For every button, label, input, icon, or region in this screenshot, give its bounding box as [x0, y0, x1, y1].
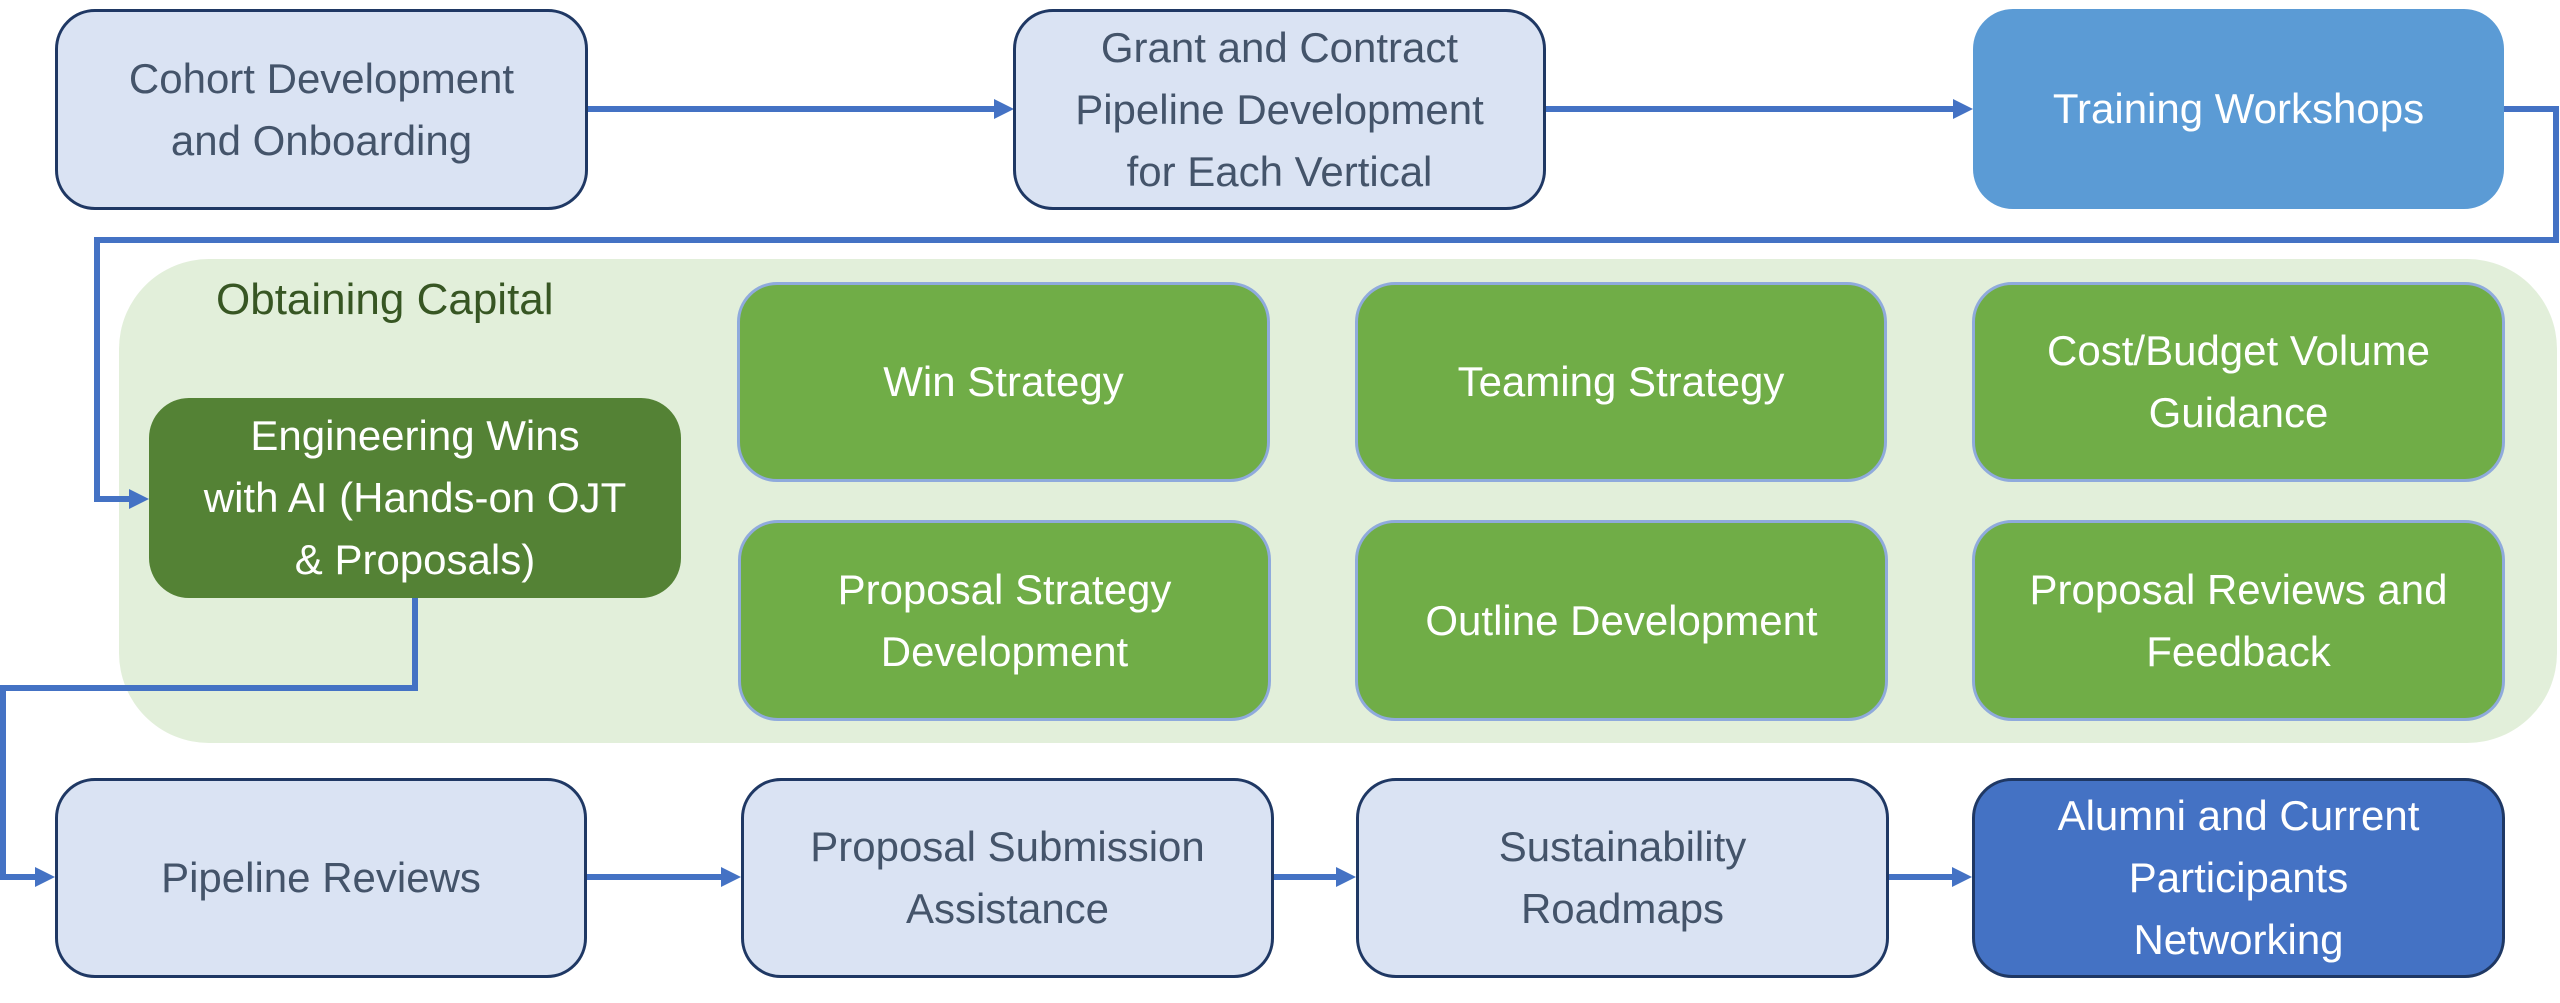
box-line: Outline Development: [1425, 596, 1818, 644]
box-line: Roadmaps: [1520, 885, 1725, 932]
pipeline-reviews-box: Pipeline Reviews: [55, 778, 587, 978]
proposal-strategy-box: Proposal Strategy Development: [738, 520, 1271, 721]
teaming-strategy-box: Teaming Strategy: [1355, 282, 1887, 482]
obtaining-capital-label: Obtaining Capital: [216, 275, 554, 324]
box-line: Networking: [2133, 916, 2344, 963]
proposal-submission-box: Proposal Submission Assistance: [741, 778, 1274, 978]
box-line: Cost/Budget Volume: [2047, 327, 2430, 374]
arrowhead-icon: [1336, 867, 1356, 887]
box-line: Grant and Contract: [1100, 23, 1459, 71]
proposal-reviews-box: Proposal Reviews and Feedback: [1972, 520, 2505, 721]
box-line: Proposal Submission: [810, 823, 1205, 870]
box-line: Cohort Development: [128, 54, 515, 102]
cost-budget-guidance-box: Cost/Budget Volume Guidance: [1972, 282, 2505, 482]
grant-contract-pipeline-box: Grant and Contract Pipeline Development …: [1013, 9, 1546, 210]
box-line: Training Workshops: [2052, 85, 2425, 132]
box-line: for Each Vertical: [1126, 147, 1433, 195]
arrowhead-icon: [1953, 99, 1973, 119]
box-line: Participants: [2128, 854, 2349, 901]
box-line: Proposal Reviews and: [2029, 565, 2448, 613]
arrowhead-icon: [721, 867, 741, 887]
cohort-development-box: Cohort Development and Onboarding: [55, 9, 588, 210]
box-line: Pipeline Development: [1075, 85, 1484, 133]
outline-development-box: Outline Development: [1355, 520, 1888, 721]
box-line: Feedback: [2146, 627, 2331, 675]
arrowhead-icon: [994, 99, 1014, 119]
training-workshops-box: Training Workshops: [1973, 9, 2504, 209]
box-line: Guidance: [2148, 389, 2329, 436]
box-line: with AI (Hands-on OJT: [203, 474, 627, 521]
box-line: and Onboarding: [170, 116, 473, 164]
win-strategy-box: Win Strategy: [737, 282, 1270, 482]
box-line: Assistance: [905, 885, 1110, 932]
engineering-wins-box: Engineering Wins with AI (Hands-on OJT &…: [149, 398, 681, 598]
arrowhead-icon: [35, 867, 55, 887]
box-line: Alumni and Current: [2057, 792, 2420, 839]
box-line: Proposal Strategy: [837, 565, 1172, 613]
box-line: Teaming Strategy: [1457, 358, 1785, 405]
box-line: & Proposals): [294, 536, 536, 583]
arrowhead-icon: [1952, 867, 1972, 887]
box-line: Pipeline Reviews: [161, 854, 481, 901]
box-line: Win Strategy: [883, 358, 1124, 405]
box-line: Sustainability: [1498, 823, 1747, 870]
box-line: Engineering Wins: [250, 412, 580, 459]
sustainability-roadmaps-box: Sustainability Roadmaps: [1356, 778, 1889, 978]
box-line: Development: [880, 627, 1129, 675]
alumni-networking-box: Alumni and Current Participants Networki…: [1972, 778, 2505, 978]
